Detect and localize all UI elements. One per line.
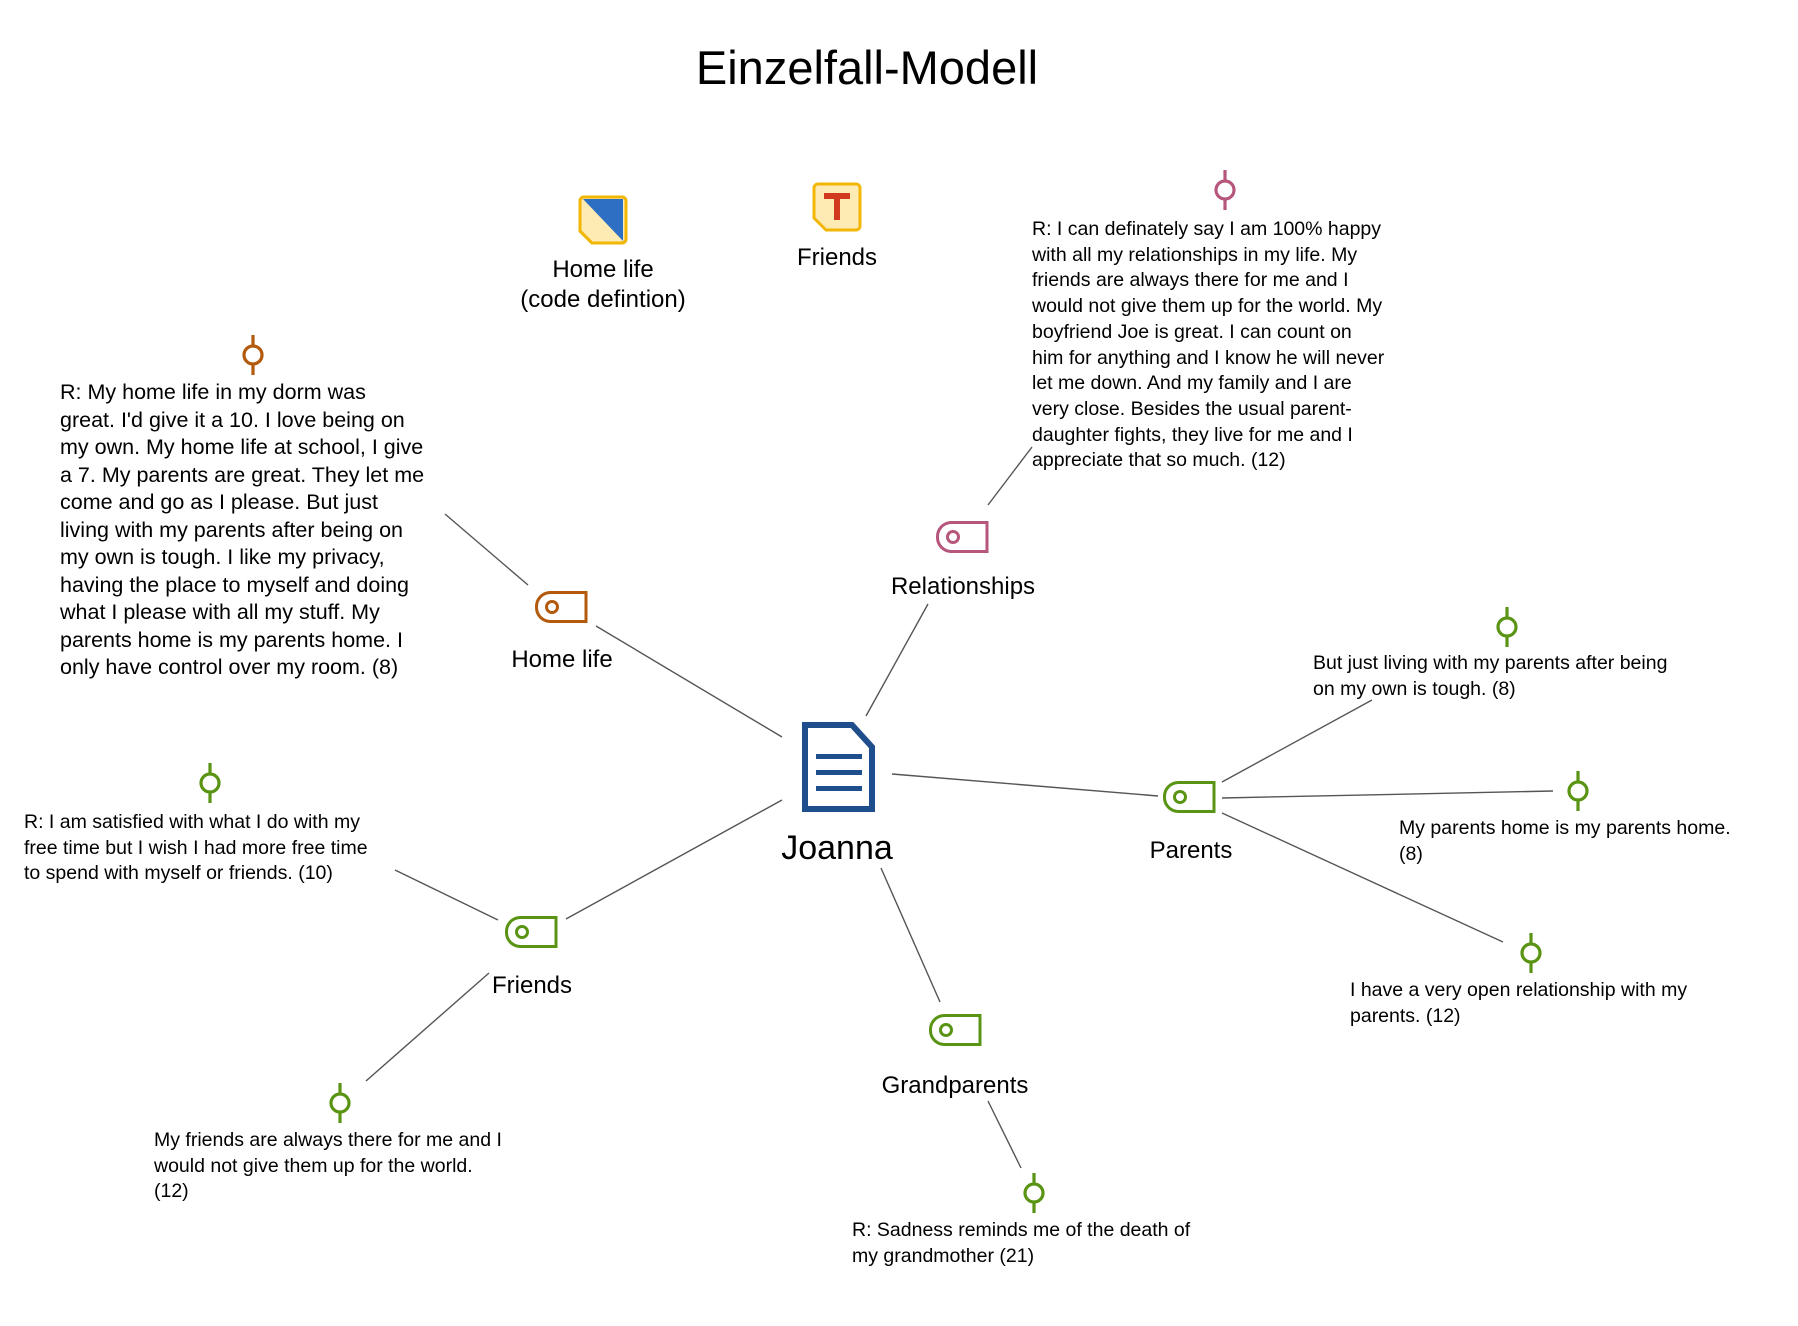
edge-grandparents-seg	[987, 1100, 1022, 1169]
edge-doc-friends	[565, 799, 783, 920]
code-definition-label-line2: (code defintion)	[520, 286, 686, 313]
tag-icon-friends[interactable]	[505, 916, 558, 948]
text-memo-icon[interactable]	[812, 182, 862, 232]
tag-icon-parents[interactable]	[1163, 781, 1216, 813]
segment-icon-seg-fr1[interactable]	[199, 763, 221, 803]
segment-text-home-life[interactable]: R: My home life in my dorm was great. I'…	[60, 380, 425, 679]
diagram-title: Einzelfall-Modell	[695, 41, 1039, 94]
segment-icon-seg-home[interactable]	[242, 335, 264, 375]
edge-doc-homelife	[595, 625, 783, 738]
segment-text-parents-1[interactable]: But just living with my parents after be…	[1313, 652, 1668, 700]
edge-friends-seg2	[365, 972, 490, 1082]
edge-doc-parents	[891, 773, 1159, 797]
code-definition-label-line1: Home life	[552, 256, 654, 283]
segment-icon-seg-gp[interactable]	[1023, 1173, 1045, 1213]
segment-text-friends-2[interactable]: My friends are always there for me and I…	[154, 1129, 502, 1203]
code-label-relationships[interactable]: Relationships	[890, 573, 1036, 600]
tag-icon-grandparents[interactable]	[929, 1014, 982, 1046]
tag-icon-home-life[interactable]	[535, 591, 588, 623]
edge-parents-seg1	[1221, 699, 1373, 783]
edges	[365, 446, 1554, 1169]
edge-doc-grandparents	[880, 867, 941, 1003]
edge-parents-seg3	[1221, 812, 1504, 943]
code-label-parents[interactable]: Parents	[1149, 837, 1233, 864]
segment-icon-seg-par3[interactable]	[1520, 933, 1542, 973]
edge-friends-seg1	[394, 869, 499, 921]
code-label-home-life[interactable]: Home life	[511, 646, 613, 673]
segment-text-friends-1[interactable]: R: I am satisfied with what I do with my…	[24, 811, 368, 885]
segment-text-parents-3[interactable]: I have a very open relationship with my …	[1350, 979, 1688, 1027]
edge-doc-relationships	[865, 603, 929, 717]
edge-homelife-segment	[444, 513, 529, 586]
code-definition-icon[interactable]	[578, 195, 628, 245]
code-label-friends[interactable]: Friends	[491, 972, 573, 999]
segment-text-relationships[interactable]: R: I can definately say I am 100% happy …	[1032, 218, 1385, 472]
edge-relationships-segment	[987, 446, 1033, 506]
segment-icon-seg-fr2[interactable]	[329, 1083, 351, 1123]
code-definition-label[interactable]: Home life (code defintion)	[503, 255, 703, 315]
segment-text-parents-2[interactable]: My parents home is my parents home. (8)	[1399, 817, 1731, 865]
tag-icon-relationships[interactable]	[936, 521, 989, 553]
segment-text-grandparents[interactable]: R: Sadness reminds me of the death of my…	[852, 1219, 1191, 1267]
segment-icon-seg-par2[interactable]	[1567, 771, 1589, 811]
segment-icon-seg-rel[interactable]	[1214, 170, 1236, 210]
segment-icon-seg-par1[interactable]	[1496, 607, 1518, 647]
document-icon[interactable]	[802, 722, 875, 812]
text-memo-label[interactable]: Friends	[796, 244, 878, 271]
edge-parents-seg2	[1221, 790, 1554, 799]
document-label[interactable]: Joanna	[781, 829, 893, 867]
code-label-grandparents[interactable]: Grandparents	[881, 1072, 1029, 1099]
